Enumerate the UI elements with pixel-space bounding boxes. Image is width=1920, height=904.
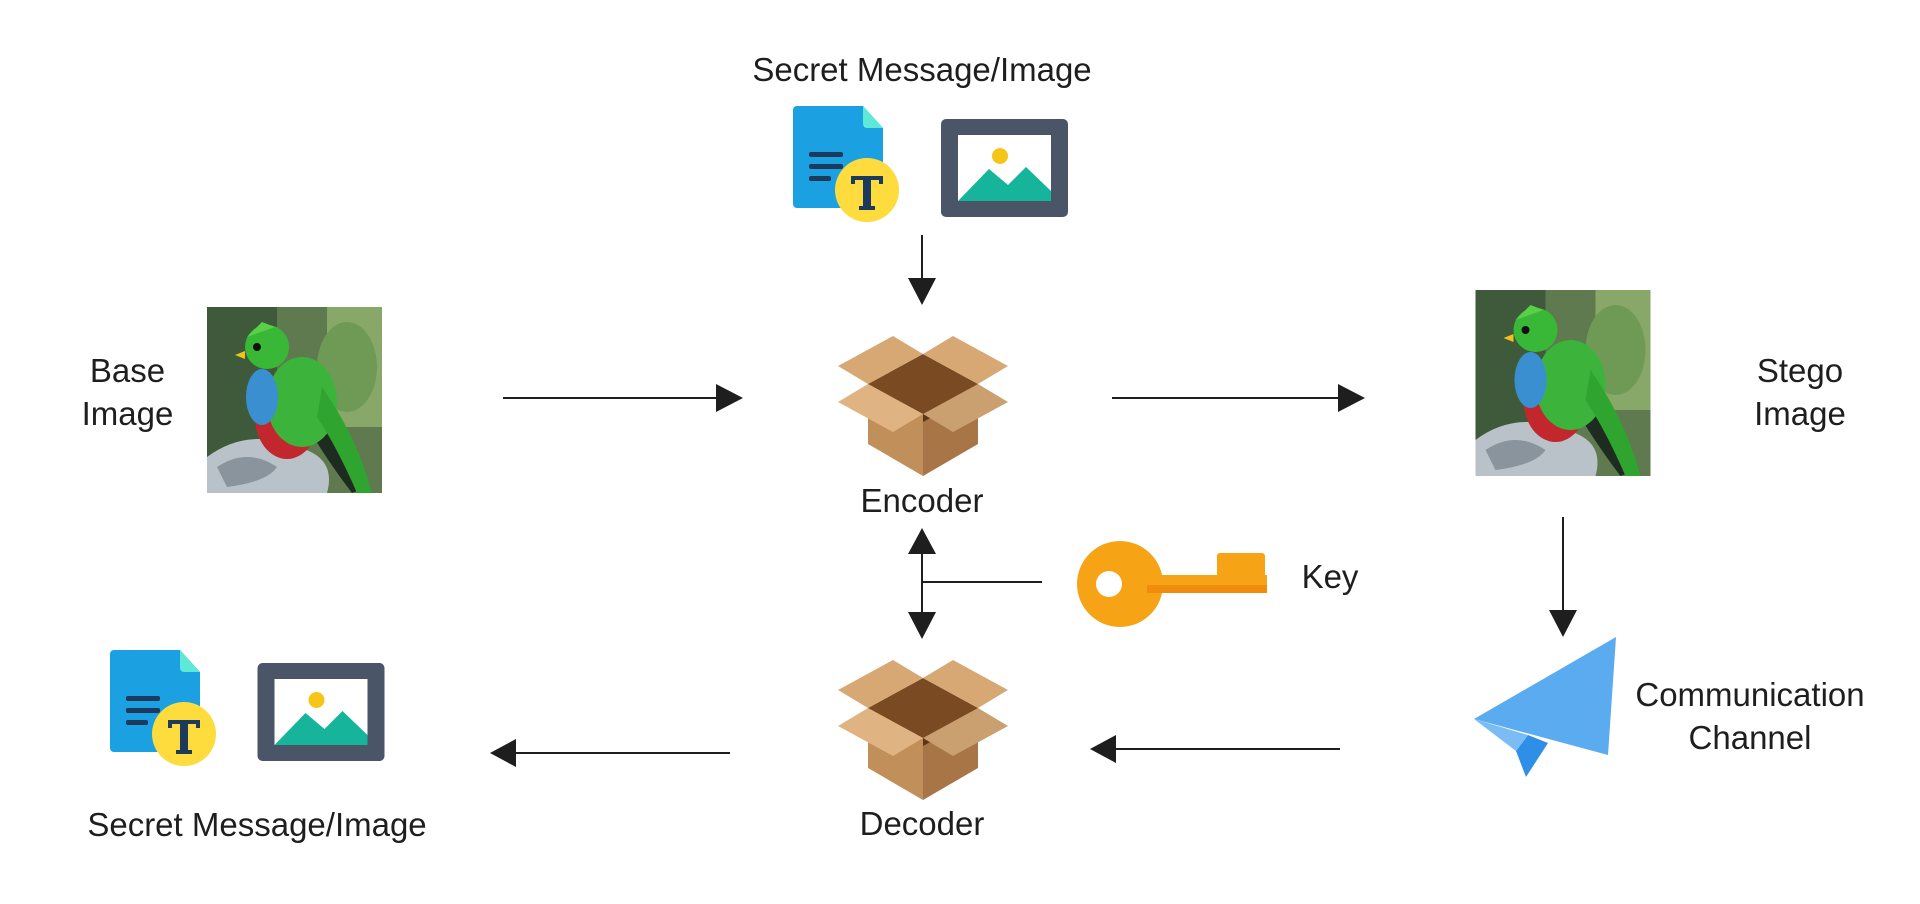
channel-label-line2: Channel — [1688, 719, 1812, 756]
key-icon — [1077, 541, 1267, 627]
encoder-label: Encoder — [860, 482, 984, 519]
base-image-label-line1: Base — [89, 352, 166, 389]
arrow-stego-to-channel — [1549, 517, 1577, 637]
output-image-icon — [257, 663, 385, 761]
arrow-secret-to-encoder — [908, 235, 936, 305]
arrow-base-to-encoder — [503, 384, 743, 412]
secret-input-label: Secret Message/Image — [752, 51, 1092, 88]
arrow-encoder-to-stego — [1112, 384, 1365, 412]
base-image-photo — [207, 307, 382, 493]
channel-label: Communication Channel — [1620, 673, 1880, 759]
stego-image-label-line1: Stego — [1756, 352, 1844, 389]
base-image-label-line2: Image — [81, 395, 174, 432]
channel-label-line1: Communication — [1635, 676, 1865, 713]
image-icon — [941, 119, 1068, 217]
secret-output-label: Secret Message/Image — [87, 806, 427, 843]
encoder-box-icon — [838, 336, 1008, 476]
arrow-encoder-decoder — [908, 528, 936, 639]
stego-image-photo — [1475, 290, 1651, 476]
stego-image-label-line2: Image — [1754, 395, 1846, 432]
decoder-label: Decoder — [859, 805, 985, 842]
decoder-box-icon — [838, 660, 1008, 800]
base-image-label: Base Image — [60, 349, 195, 435]
paper-plane-icon — [1474, 637, 1616, 777]
text-document-icon — [793, 106, 899, 222]
key-label: Key — [1301, 558, 1359, 595]
arrow-channel-to-decoder — [1090, 735, 1340, 763]
stego-image-label: Stego Image — [1730, 349, 1870, 435]
arrow-decoder-to-output — [490, 739, 730, 767]
output-text-document-icon — [110, 650, 216, 766]
